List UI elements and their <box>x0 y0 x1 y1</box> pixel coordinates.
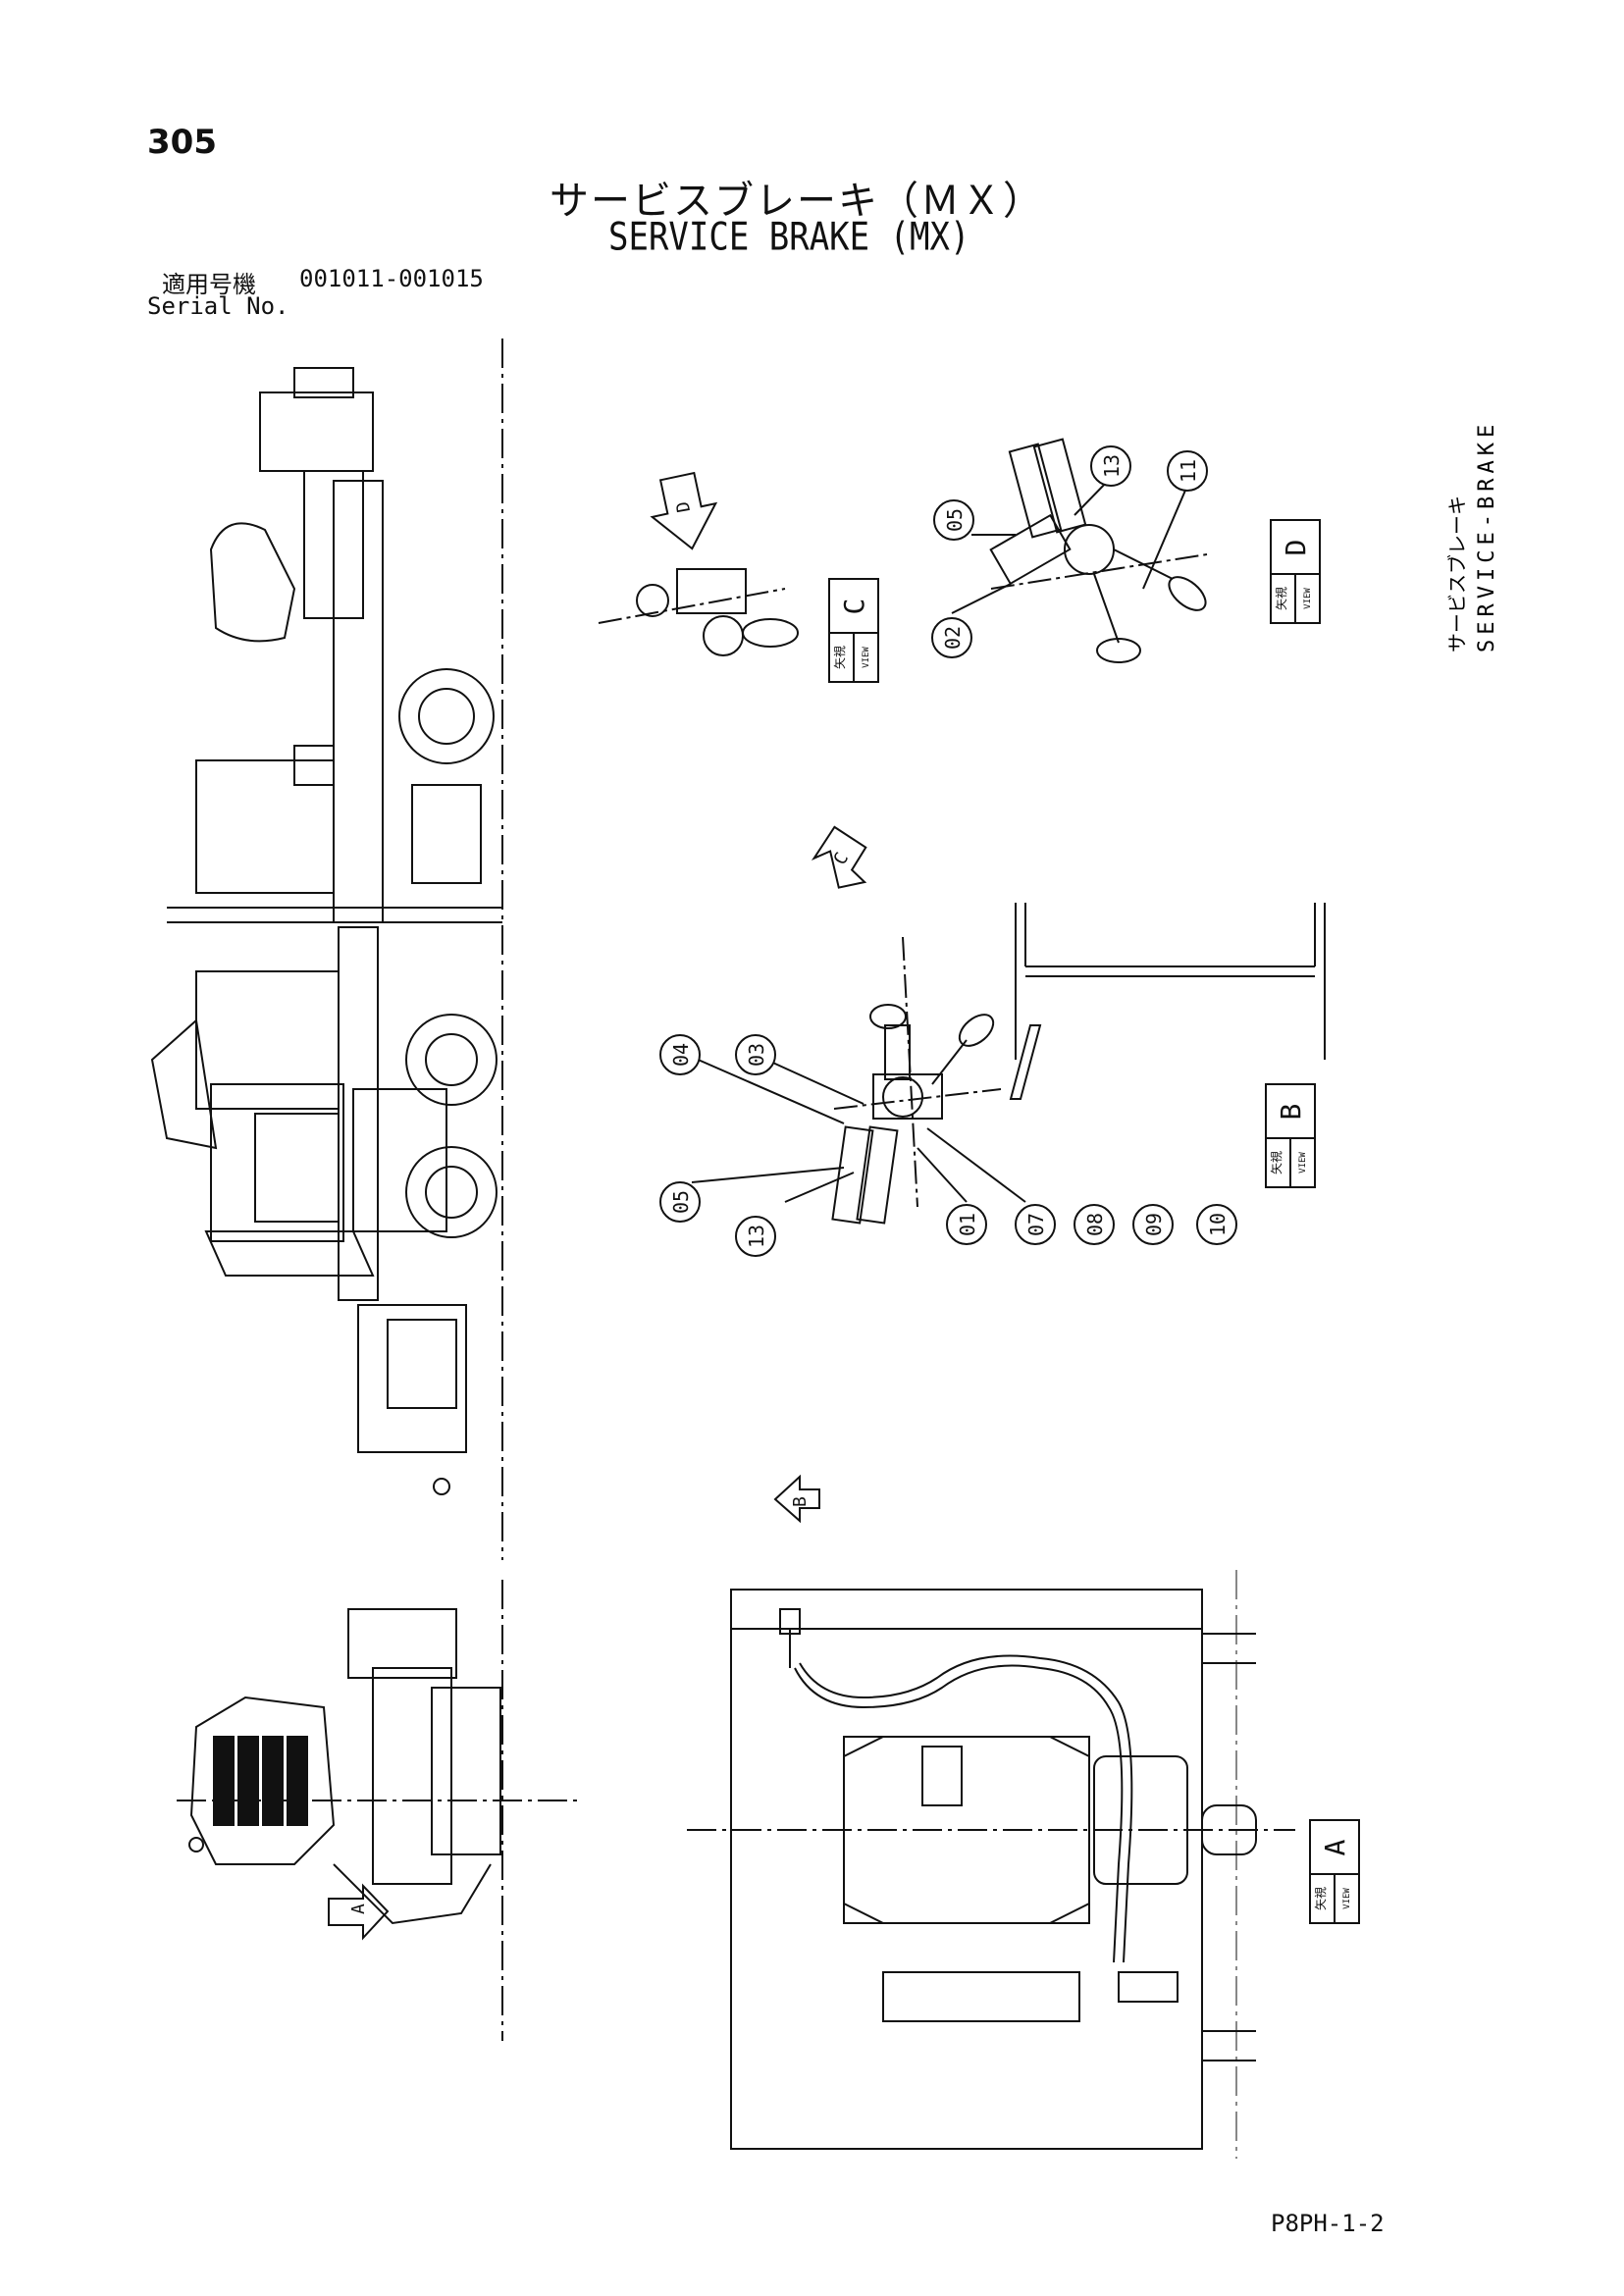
view-c-en: VIEW <box>862 647 871 668</box>
arrow-a-letter: A <box>348 1904 369 1914</box>
page-title-en: SERVICE BRAKE (MX) <box>608 215 970 260</box>
view-c-box: C 矢視 VIEW <box>828 578 879 683</box>
svg-text:08: 08 <box>1083 1213 1107 1236</box>
view-d-box: D 矢視 VIEW <box>1270 519 1321 624</box>
arrow-d-letter: D <box>672 499 695 513</box>
side-label-en: SERVICE-BRAKE <box>1475 420 1499 652</box>
svg-text:05: 05 <box>943 508 967 532</box>
callout-top-02: 02 <box>931 617 972 658</box>
svg-text:04: 04 <box>669 1043 693 1067</box>
callout-top-11: 11 <box>1167 450 1208 492</box>
callout-mid-04: 04 <box>659 1034 701 1075</box>
view-c-letter: C <box>838 599 870 615</box>
callout-top-05: 05 <box>933 499 974 541</box>
svg-text:01: 01 <box>956 1213 979 1236</box>
svg-text:13: 13 <box>745 1225 768 1248</box>
svg-text:11: 11 <box>1177 459 1200 483</box>
view-b-box: B 矢視 VIEW <box>1265 1083 1316 1188</box>
serial-range: 001011-001015 <box>299 265 484 292</box>
view-a-en: VIEW <box>1342 1888 1352 1909</box>
svg-text:10: 10 <box>1206 1213 1230 1236</box>
svg-text:03: 03 <box>745 1043 768 1067</box>
serial-label-en: Serial No. <box>147 292 289 320</box>
view-c-jp: 矢視 <box>832 646 847 669</box>
page-number: 305 <box>147 123 217 162</box>
callout-bot-07: 07 <box>1015 1204 1056 1245</box>
callout-bot-01: 01 <box>946 1204 987 1245</box>
arrow-b-icon <box>773 1474 820 1524</box>
arrow-d-icon <box>650 471 718 550</box>
view-b-jp: 矢視 <box>1269 1151 1283 1174</box>
callout-bot-08: 08 <box>1074 1204 1115 1245</box>
view-a-letter: A <box>1319 1839 1351 1855</box>
svg-text:05: 05 <box>669 1190 693 1214</box>
svg-text:02: 02 <box>941 626 965 650</box>
page-title-jp: サービスブレーキ（ＭＸ） <box>550 179 1044 224</box>
machine-front-view <box>177 1608 579 1925</box>
callout-top-13: 13 <box>1090 445 1131 487</box>
chassis-plan-view-a <box>687 1570 1295 2159</box>
view-b-letter: B <box>1275 1104 1307 1121</box>
callout-mid-03: 03 <box>735 1034 776 1075</box>
arrow-c-icon <box>811 825 867 889</box>
view-d-en: VIEW <box>1303 588 1313 609</box>
callout-mid-13: 13 <box>735 1216 776 1257</box>
arrow-b-letter: B <box>790 1496 811 1507</box>
side-label-jp: サービスブレーキ <box>1445 496 1469 652</box>
callouts: 05 13 11 02 04 03 05 13 01 07 08 09 10 <box>659 445 1237 1257</box>
brake-valve-view-b <box>831 903 1326 1225</box>
arrow-a-icon <box>328 1883 390 1941</box>
svg-text:07: 07 <box>1024 1213 1048 1236</box>
brake-valve-view-d <box>989 438 1208 663</box>
document-code: P8PH-1-2 <box>1271 2210 1385 2237</box>
view-d-jp: 矢視 <box>1274 587 1288 610</box>
view-b-en: VIEW <box>1298 1152 1308 1174</box>
machine-side-view <box>150 367 498 1495</box>
serial-label-jp: 適用号機 <box>162 271 256 298</box>
callout-bot-09: 09 <box>1132 1204 1174 1245</box>
brake-valve-small-assembly <box>598 568 799 656</box>
svg-text:13: 13 <box>1100 454 1124 478</box>
view-a-jp: 矢視 <box>1313 1887 1328 1910</box>
side-label: サービスブレーキ SERVICE-BRAKE <box>1445 420 1499 652</box>
view-a-box: A 矢視 VIEW <box>1309 1819 1360 1924</box>
svg-text:09: 09 <box>1142 1213 1166 1236</box>
callout-mid-05: 05 <box>659 1181 701 1223</box>
view-d-letter: D <box>1280 540 1312 556</box>
callout-bot-10: 10 <box>1196 1204 1237 1245</box>
